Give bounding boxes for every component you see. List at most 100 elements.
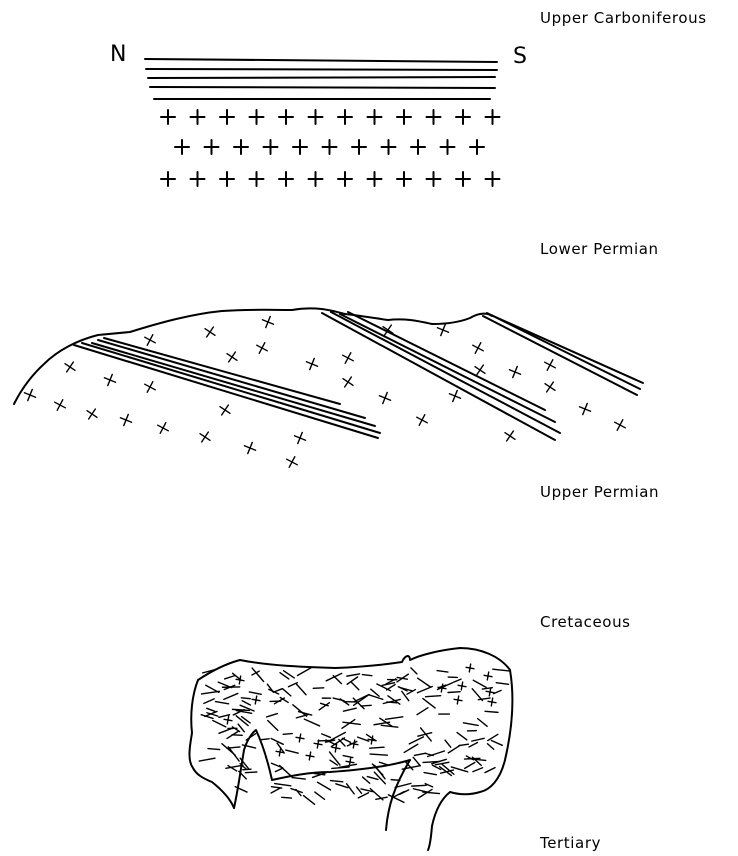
fold-dash <box>493 669 510 671</box>
fold-dash <box>445 740 451 747</box>
fold-dash <box>215 702 228 704</box>
basement-cross <box>456 110 470 124</box>
fold-dash <box>380 762 388 765</box>
fold-dash <box>488 734 498 740</box>
fold-dash <box>219 728 232 733</box>
basement-cross <box>284 454 300 470</box>
fold-dash <box>437 671 448 672</box>
fold-dash <box>473 768 483 772</box>
basement-cross <box>470 340 486 356</box>
fold-dash <box>457 733 467 740</box>
basement-cross <box>309 110 323 124</box>
basement-cross <box>293 140 307 154</box>
fold-dash <box>304 719 319 726</box>
fold-cross <box>295 733 304 742</box>
basement-cross <box>340 350 356 366</box>
basement-cross <box>191 172 205 186</box>
fold-dash <box>347 784 355 794</box>
basement-cross <box>507 364 523 380</box>
basement-cross <box>368 172 382 186</box>
fold-dash <box>204 699 214 704</box>
basement-cross <box>486 110 500 124</box>
fold-dash <box>317 782 330 790</box>
fold-cross <box>305 751 314 760</box>
basement-cross <box>197 429 214 446</box>
basement-cross <box>217 402 234 419</box>
fold-cross <box>251 695 260 704</box>
basement-cross <box>612 417 628 433</box>
fold-dash <box>318 740 334 741</box>
fold-cross <box>275 747 284 756</box>
basement-cross <box>264 140 278 154</box>
fold-dash <box>243 769 251 770</box>
fold-dash <box>225 676 235 679</box>
basement-cross <box>22 387 38 403</box>
basement-cross <box>175 140 189 154</box>
fold-dash <box>343 708 356 711</box>
fold-dash <box>261 739 269 740</box>
fold-dash <box>315 792 325 799</box>
folded-body-notch <box>234 730 410 808</box>
basement-cross <box>470 140 484 154</box>
fold-dash <box>242 701 250 705</box>
folded-body-texture <box>199 663 510 804</box>
basement-cross <box>414 412 430 428</box>
fold-dash <box>207 708 215 711</box>
fold-cross <box>457 681 466 690</box>
fold-dash <box>361 705 371 706</box>
basement-cross <box>234 140 248 154</box>
stage-tertiary <box>189 648 512 850</box>
basement-cross <box>577 401 593 417</box>
flat-strata <box>145 59 497 99</box>
fold-dash <box>358 737 369 741</box>
basement-cross <box>142 332 158 348</box>
fold-dash <box>485 768 495 773</box>
fold-dash <box>271 763 282 767</box>
fold-dash <box>208 749 220 750</box>
basement-cross <box>352 140 366 154</box>
fold-dash <box>275 784 291 786</box>
fold-dash <box>387 685 396 690</box>
tilted-strata-east <box>483 313 643 395</box>
fold-dash <box>273 689 282 693</box>
basement-cross <box>368 110 382 124</box>
fold-dash <box>478 719 487 727</box>
fold-cross <box>483 671 492 680</box>
fold-dash <box>297 668 310 676</box>
basement-cross <box>155 420 171 436</box>
fold-dash <box>370 747 384 748</box>
basement-cross <box>441 140 455 154</box>
fold-dash <box>362 675 372 676</box>
basement-cross <box>220 172 234 186</box>
fold-dash <box>487 744 493 750</box>
fold-dash <box>491 741 502 746</box>
fold-dash <box>228 747 239 761</box>
basement-cross <box>279 110 293 124</box>
fold-dash <box>249 692 261 694</box>
basement-cross <box>447 388 463 404</box>
basement-cross <box>382 140 396 154</box>
basement-crosses <box>161 110 500 186</box>
fold-dash <box>402 691 409 700</box>
basement-cross <box>338 110 352 124</box>
basement-cross <box>397 110 411 124</box>
basement-cross <box>292 430 308 446</box>
basement-cross <box>377 390 393 406</box>
basement-cross <box>142 379 158 395</box>
fold-dash <box>352 682 359 689</box>
stage-upper-carboniferous <box>145 59 500 186</box>
fold-dash <box>391 780 400 781</box>
basement-cross <box>260 314 276 330</box>
fold-dash <box>369 695 383 699</box>
basement-cross <box>397 172 411 186</box>
fold-dash <box>424 773 436 775</box>
basement-cross <box>62 359 79 376</box>
fold-cross <box>453 695 462 704</box>
fold-dash <box>296 789 301 795</box>
fold-dash <box>448 692 460 693</box>
basement-cross <box>52 397 68 413</box>
fold-dash <box>343 756 353 758</box>
folded-body-left-limb <box>189 660 240 808</box>
fold-dash <box>412 785 427 786</box>
